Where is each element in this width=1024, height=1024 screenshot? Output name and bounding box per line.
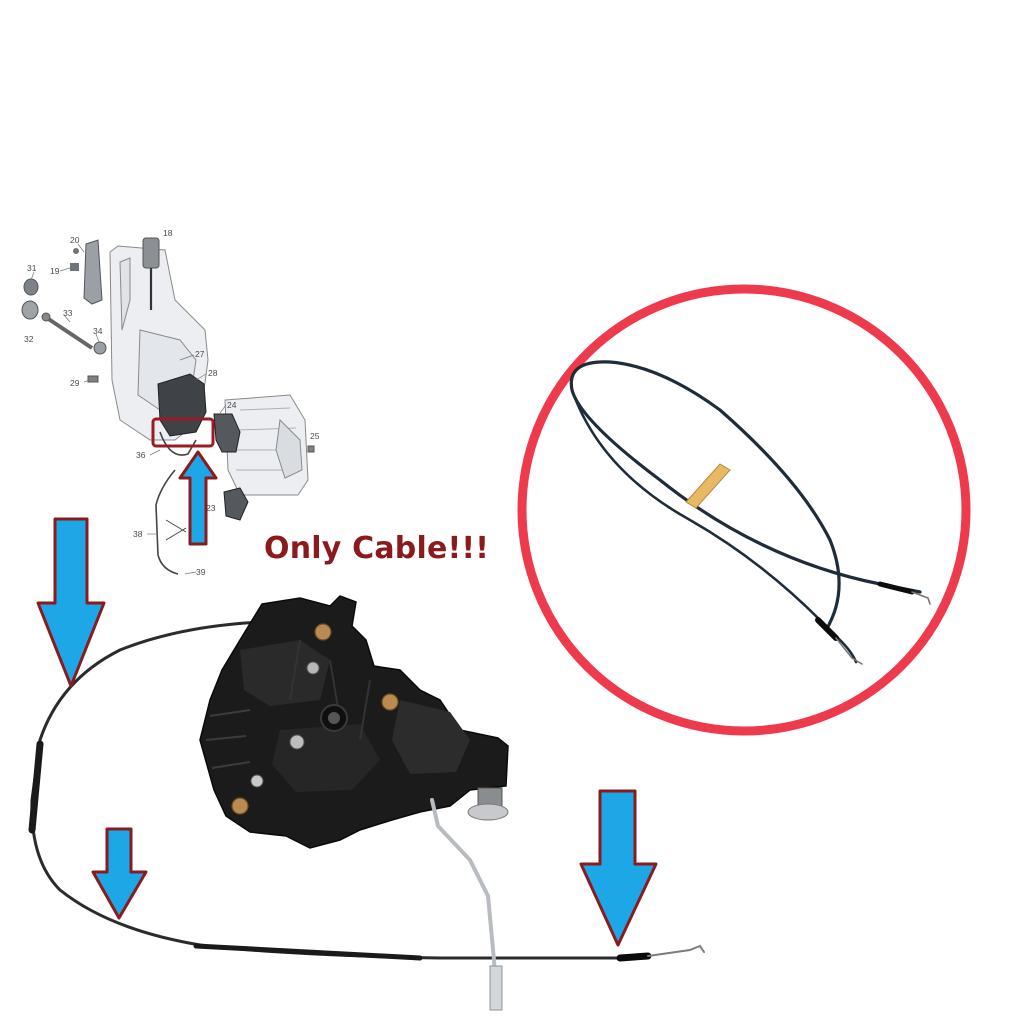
part-number-38: 38 — [133, 529, 143, 539]
part-number-31: 31 — [27, 263, 37, 273]
circled-cable — [569, 360, 931, 665]
red-highlight-circle — [517, 284, 971, 736]
part-number-20: 20 — [70, 235, 80, 245]
cable-tie — [685, 463, 731, 509]
part-number-27: 27 — [195, 349, 205, 359]
part-number-36: 36 — [136, 450, 146, 460]
rod-drawing — [142, 237, 160, 310]
part-number-25: 25 — [310, 431, 320, 441]
part-number-28: 28 — [208, 368, 218, 378]
part-number-33: 33 — [63, 308, 73, 318]
down-arrow-icon — [36, 517, 106, 688]
handle-strip-drawing — [70, 239, 103, 305]
part-number-29: 29 — [70, 378, 80, 388]
up-arrow-icon — [178, 450, 218, 546]
part-number-32: 32 — [24, 334, 34, 344]
part-number-34: 34 — [93, 326, 103, 336]
actuator-rod — [430, 798, 503, 1011]
part-number-19: 19 — [50, 266, 60, 276]
cable-highlight-box — [151, 417, 215, 448]
down-arrow-icon — [91, 827, 148, 920]
diagram-cable — [155, 431, 197, 575]
part-number-24: 24 — [227, 400, 237, 410]
down-arrow-icon — [579, 789, 658, 947]
leader-lines — [30, 243, 227, 575]
lock-knob — [467, 787, 509, 821]
part-number-39: 39 — [196, 567, 206, 577]
main-cable — [28, 620, 705, 962]
small-parts-drawing — [21, 278, 315, 453]
lock-body — [199, 595, 509, 849]
part-number-18: 18 — [163, 228, 173, 238]
part-number-23: 23 — [206, 503, 216, 513]
only-cable-headline: Only Cable!!! — [264, 531, 490, 566]
part-number-labels: 20 18 31 19 33 34 32 27 28 29 24 25 36 2… — [24, 228, 320, 577]
